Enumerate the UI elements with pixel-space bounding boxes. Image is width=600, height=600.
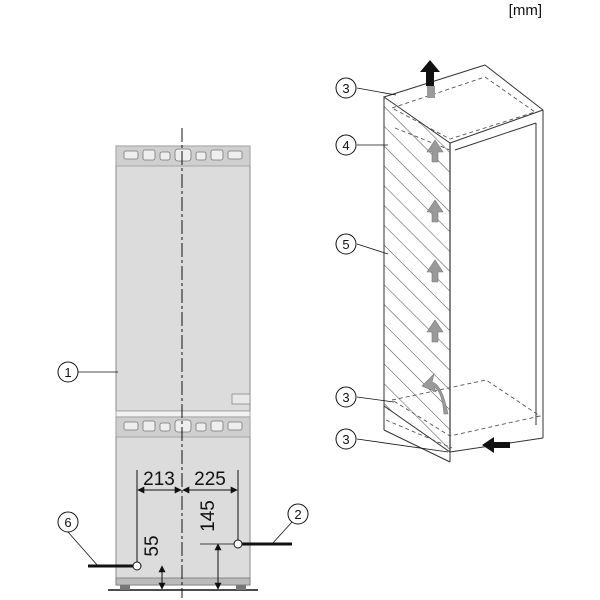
upper-door <box>115 145 251 412</box>
connection-point-left <box>132 561 142 571</box>
callout-3-top: 3 <box>342 81 349 96</box>
callout-6: 6 <box>64 515 71 530</box>
dim-left-offset: 213 <box>143 469 175 490</box>
connection-point-right <box>233 539 243 549</box>
appliance-base <box>115 577 251 586</box>
callout-3-middle: 3 <box>342 390 349 405</box>
middle-fixing-brackets <box>123 419 243 433</box>
callout-2: 2 <box>294 507 301 522</box>
callout-5: 5 <box>342 237 349 252</box>
dim-left-height: 55 <box>142 535 163 556</box>
niche-ventilation-view <box>383 60 544 463</box>
air-inlet-arrow <box>482 437 510 453</box>
callout-4: 4 <box>342 138 349 153</box>
air-outlet-arrow <box>420 60 440 86</box>
callouts: 1 6 2 3 4 5 3 3 <box>57 77 449 567</box>
appliance-front-view: 213 225 55 145 <box>88 128 292 598</box>
dim-right-height: 145 <box>198 500 219 532</box>
lower-door <box>115 416 251 586</box>
top-fixing-brackets <box>123 148 243 162</box>
dim-right-offset: 225 <box>194 469 226 490</box>
door-divider <box>115 410 251 418</box>
unit-label: [mm] <box>508 2 542 19</box>
airflow-arrows <box>421 139 449 415</box>
callout-3-bottom: 3 <box>342 432 349 447</box>
callout-1: 1 <box>64 365 71 380</box>
